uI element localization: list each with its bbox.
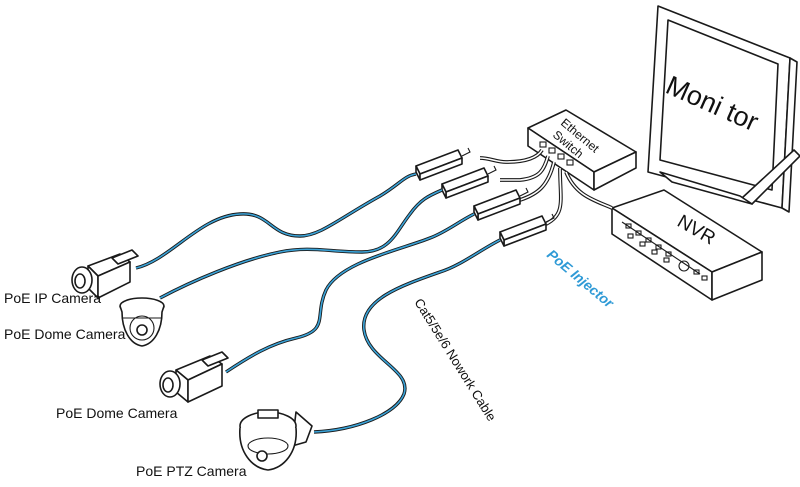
nvr: NVR: [611, 189, 763, 301]
dome-camera-2: [159, 351, 229, 403]
network-cables: [135, 172, 501, 434]
ptz-camera-label: PoE PTZ Camera: [136, 463, 247, 479]
poe-injector-4: [499, 213, 555, 247]
ptz-camera: [239, 409, 313, 471]
poe-injector-1: [415, 147, 471, 181]
ip-camera-label: PoE IP Camera: [4, 290, 101, 306]
poe-injector-2: [441, 165, 497, 199]
dome-camera-1-label: PoE Dome Camera: [4, 326, 126, 342]
dome-camera-2-label: PoE Dome Camera: [56, 405, 178, 421]
switch-cables: [479, 148, 613, 226]
ip-camera: [71, 249, 139, 299]
poe-injector-3: [473, 187, 529, 221]
cable-label: Cat5/5e/6 Nowork Cable: [411, 296, 499, 424]
poe-injectors: [415, 147, 555, 247]
dome-camera-1: [119, 297, 165, 347]
monitor: Moni tor: [647, 5, 800, 213]
ethernet-switch: Ethernet Switch: [527, 109, 637, 191]
poe-injector-label: PoE Injector: [544, 246, 618, 312]
